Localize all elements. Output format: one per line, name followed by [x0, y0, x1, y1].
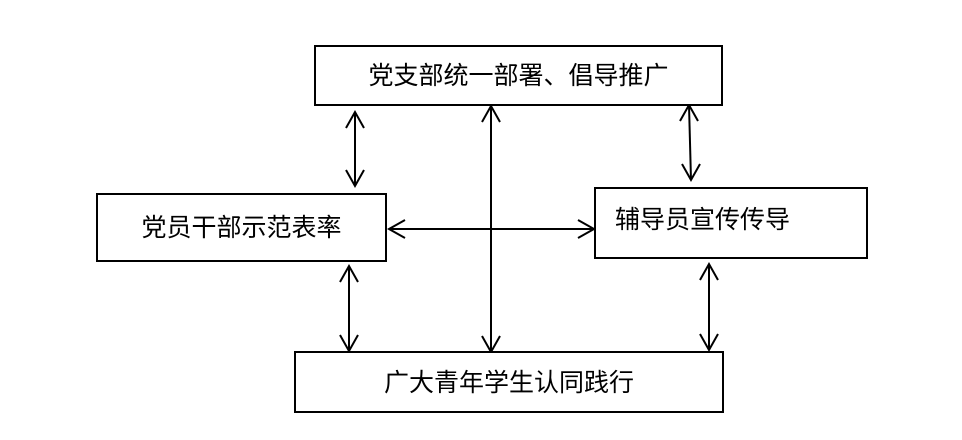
- node-party-branch: 党支部统一部署、倡导推广: [314, 45, 723, 106]
- arrow-top-right: [679, 102, 701, 183]
- arrow-top-left: [345, 109, 365, 189]
- arrow-left-bottom: [339, 263, 359, 354]
- node-party-cadres: 党员干部示范表率: [96, 193, 387, 262]
- node-students-label: 广大青年学生认同践行: [383, 367, 634, 397]
- arrow-right-bottom: [699, 261, 719, 353]
- node-party-branch-label: 党支部统一部署、倡导推广: [368, 61, 669, 90]
- node-counselors-label: 辅导员宣传传导: [615, 205, 791, 234]
- node-students: 广大青年学生认同践行: [294, 351, 724, 413]
- node-counselors: 辅导员宣传传导: [594, 187, 868, 259]
- node-party-cadres-label: 党员干部示范表率: [141, 213, 342, 242]
